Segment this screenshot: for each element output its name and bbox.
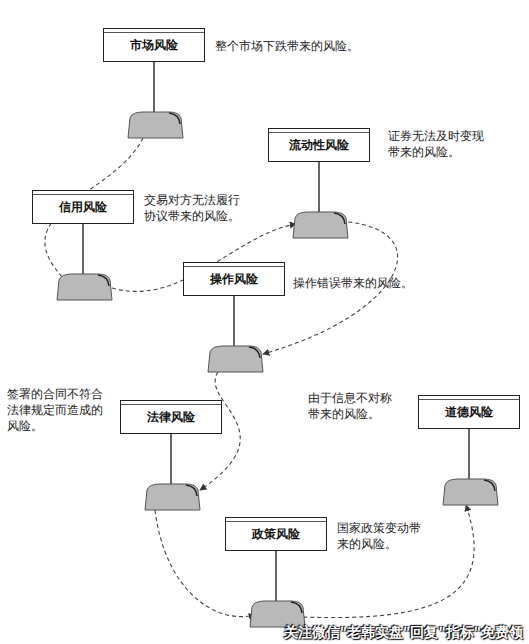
sign-pole	[153, 62, 155, 114]
sign-board: 政策风险	[225, 517, 327, 551]
watermark: 关注微信"老韩实盘"回复"指标"免费领	[284, 624, 523, 642]
sign-base	[103, 110, 205, 140]
sign-board: 法律风险	[120, 400, 222, 434]
sign-base	[183, 344, 285, 374]
risk-description: 签署的合同不符合 法律规定而造成的 风险。	[7, 386, 107, 434]
risk-description: 证券无法及时变现 带来的风险。	[388, 128, 488, 160]
sign-base	[120, 482, 222, 512]
signpost: 道德风险由于信息不对称 带来的风险。	[418, 395, 520, 507]
sign-title: 市场风险	[130, 37, 178, 54]
dashed-connector	[303, 505, 474, 618]
sign-pole	[233, 296, 235, 348]
signpost: 流动性风险证券无法及时变现 带来的风险。	[268, 128, 370, 240]
risk-description: 国家政策变动带 来的风险。	[337, 520, 425, 552]
signpost: 操作风险操作错误带来的风险。	[183, 262, 285, 374]
risk-description: 交易对方无法履行 协议带来的风险。	[144, 192, 244, 224]
sign-title: 政策风险	[252, 526, 300, 543]
sign-pole	[82, 224, 84, 276]
sign-title: 信用风险	[59, 199, 107, 216]
sign-board: 流动性风险	[268, 128, 370, 162]
signpost: 市场风险整个市场下跌带来的风险。	[103, 28, 205, 140]
sign-title: 操作风险	[210, 271, 258, 288]
sign-pole	[275, 551, 277, 603]
sign-pole	[170, 434, 172, 486]
sign-pole	[318, 162, 320, 214]
sign-title: 道德风险	[445, 404, 493, 421]
sign-board: 信用风险	[32, 190, 134, 224]
sign-board: 市场风险	[103, 28, 205, 62]
sign-base	[418, 477, 520, 507]
risk-description: 操作错误带来的风险。	[293, 275, 423, 291]
sign-board: 道德风险	[418, 395, 520, 429]
risk-description: 由于信息不对称 带来的风险。	[308, 390, 396, 422]
signpost: 政策风险国家政策变动带 来的风险。	[225, 517, 327, 629]
sign-title: 法律风险	[147, 409, 195, 426]
signpost: 信用风险交易对方无法履行 协议带来的风险。	[32, 190, 134, 302]
sign-pole	[468, 429, 470, 481]
risk-description: 整个市场下跌带来的风险。	[215, 38, 375, 54]
sign-base	[32, 272, 134, 302]
sign-base	[268, 210, 370, 240]
sign-board: 操作风险	[183, 262, 285, 296]
signpost: 法律风险签署的合同不符合 法律规定而造成的 风险。	[120, 400, 222, 512]
sign-title: 流动性风险	[289, 137, 349, 154]
